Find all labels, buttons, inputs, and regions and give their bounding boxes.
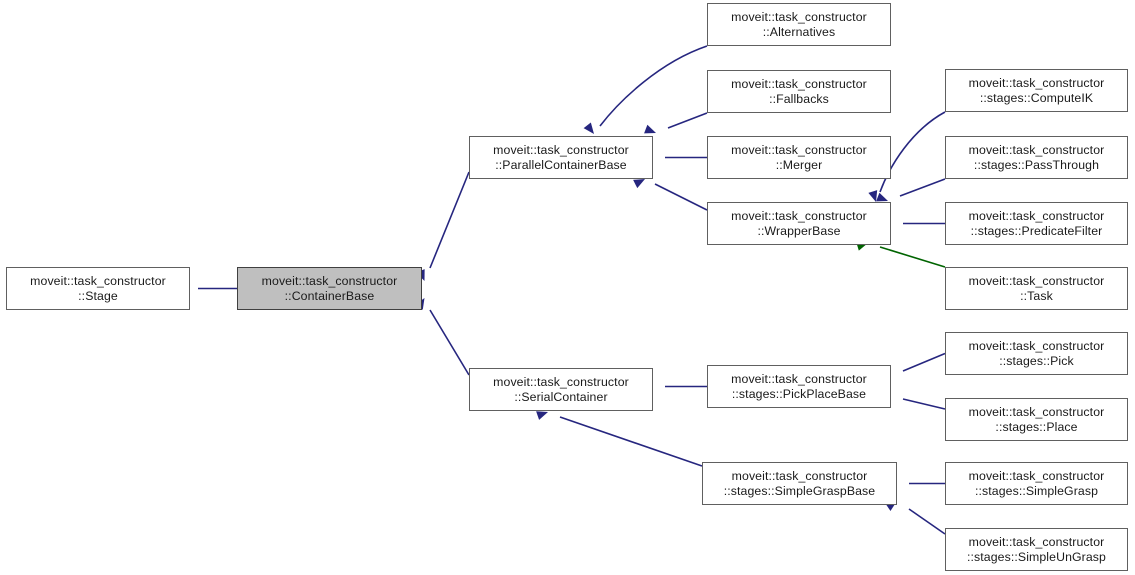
class-node-label: moveit::task_constructor ::stages::PickP… — [731, 371, 867, 401]
class-node-fallbacks[interactable]: moveit::task_constructor ::Fallbacks — [707, 70, 891, 113]
class-node-pass-through[interactable]: moveit::task_constructor ::stages::PassT… — [945, 136, 1128, 179]
class-node-label: moveit::task_constructor ::stages::Predi… — [968, 208, 1105, 238]
class-node-simple-ungrasp[interactable]: moveit::task_constructor ::stages::Simpl… — [945, 528, 1128, 571]
class-node-stage[interactable]: moveit::task_constructor ::Stage — [6, 267, 190, 310]
class-node-wrapper-base[interactable]: moveit::task_constructor ::WrapperBase — [707, 202, 891, 245]
edge-simple-grasp-base-to-serial-container — [536, 411, 703, 467]
class-node-predicate-filter[interactable]: moveit::task_constructor ::stages::Predi… — [945, 202, 1128, 245]
arrow-head — [583, 122, 594, 134]
edge-alternatives-to-parallel-container-base — [583, 45, 708, 134]
class-node-simple-grasp-base[interactable]: moveit::task_constructor ::stages::Simpl… — [702, 462, 897, 505]
class-node-simple-grasp[interactable]: moveit::task_constructor ::stages::Simpl… — [945, 462, 1128, 505]
class-node-label: moveit::task_constructor ::Merger — [731, 142, 867, 172]
class-node-compute-ik[interactable]: moveit::task_constructor ::stages::Compu… — [945, 69, 1128, 112]
class-node-container-base[interactable]: moveit::task_constructor ::ContainerBase — [237, 267, 422, 310]
class-node-label: moveit::task_constructor ::Stage — [30, 273, 166, 303]
class-node-place[interactable]: moveit::task_constructor ::stages::Place — [945, 398, 1128, 441]
edge-serial-container-to-container-base — [414, 298, 470, 376]
class-node-label: moveit::task_constructor ::Task — [968, 273, 1105, 303]
class-node-parallel-container-base[interactable]: moveit::task_constructor ::ParallelConta… — [469, 136, 653, 179]
class-node-alternatives[interactable]: moveit::task_constructor ::Alternatives — [707, 3, 891, 46]
class-node-label: moveit::task_constructor ::stages::Simpl… — [968, 468, 1105, 498]
class-node-label: moveit::task_constructor ::ParallelConta… — [493, 142, 629, 172]
class-node-label: moveit::task_constructor ::ContainerBase — [261, 273, 398, 303]
class-node-serial-container[interactable]: moveit::task_constructor ::SerialContain… — [469, 368, 653, 411]
class-node-label: moveit::task_constructor ::stages::Simpl… — [723, 468, 876, 498]
edge-fallbacks-to-parallel-container-base — [644, 112, 708, 134]
edge-wrapper-base-to-parallel-container-base — [633, 179, 708, 211]
class-node-task[interactable]: moveit::task_constructor ::Task — [945, 267, 1128, 310]
class-node-pick-place-base[interactable]: moveit::task_constructor ::stages::PickP… — [707, 365, 891, 408]
class-node-label: moveit::task_constructor ::Fallbacks — [731, 76, 867, 106]
class-node-label: moveit::task_constructor ::WrapperBase — [731, 208, 867, 238]
edge-parallel-container-base-to-container-base — [416, 171, 470, 281]
class-node-label: moveit::task_constructor ::SerialContain… — [493, 374, 629, 404]
class-node-pick[interactable]: moveit::task_constructor ::stages::Pick — [945, 332, 1128, 375]
class-node-merger[interactable]: moveit::task_constructor ::Merger — [707, 136, 891, 179]
class-node-label: moveit::task_constructor ::stages::Simpl… — [967, 534, 1106, 564]
class-node-label: moveit::task_constructor ::stages::Place — [968, 404, 1105, 434]
class-node-label: moveit::task_constructor ::stages::Compu… — [968, 75, 1105, 105]
class-node-label: moveit::task_constructor ::stages::PassT… — [968, 142, 1105, 172]
class-node-label: moveit::task_constructor ::stages::Pick — [968, 338, 1105, 368]
class-node-label: moveit::task_constructor ::Alternatives — [731, 9, 867, 39]
